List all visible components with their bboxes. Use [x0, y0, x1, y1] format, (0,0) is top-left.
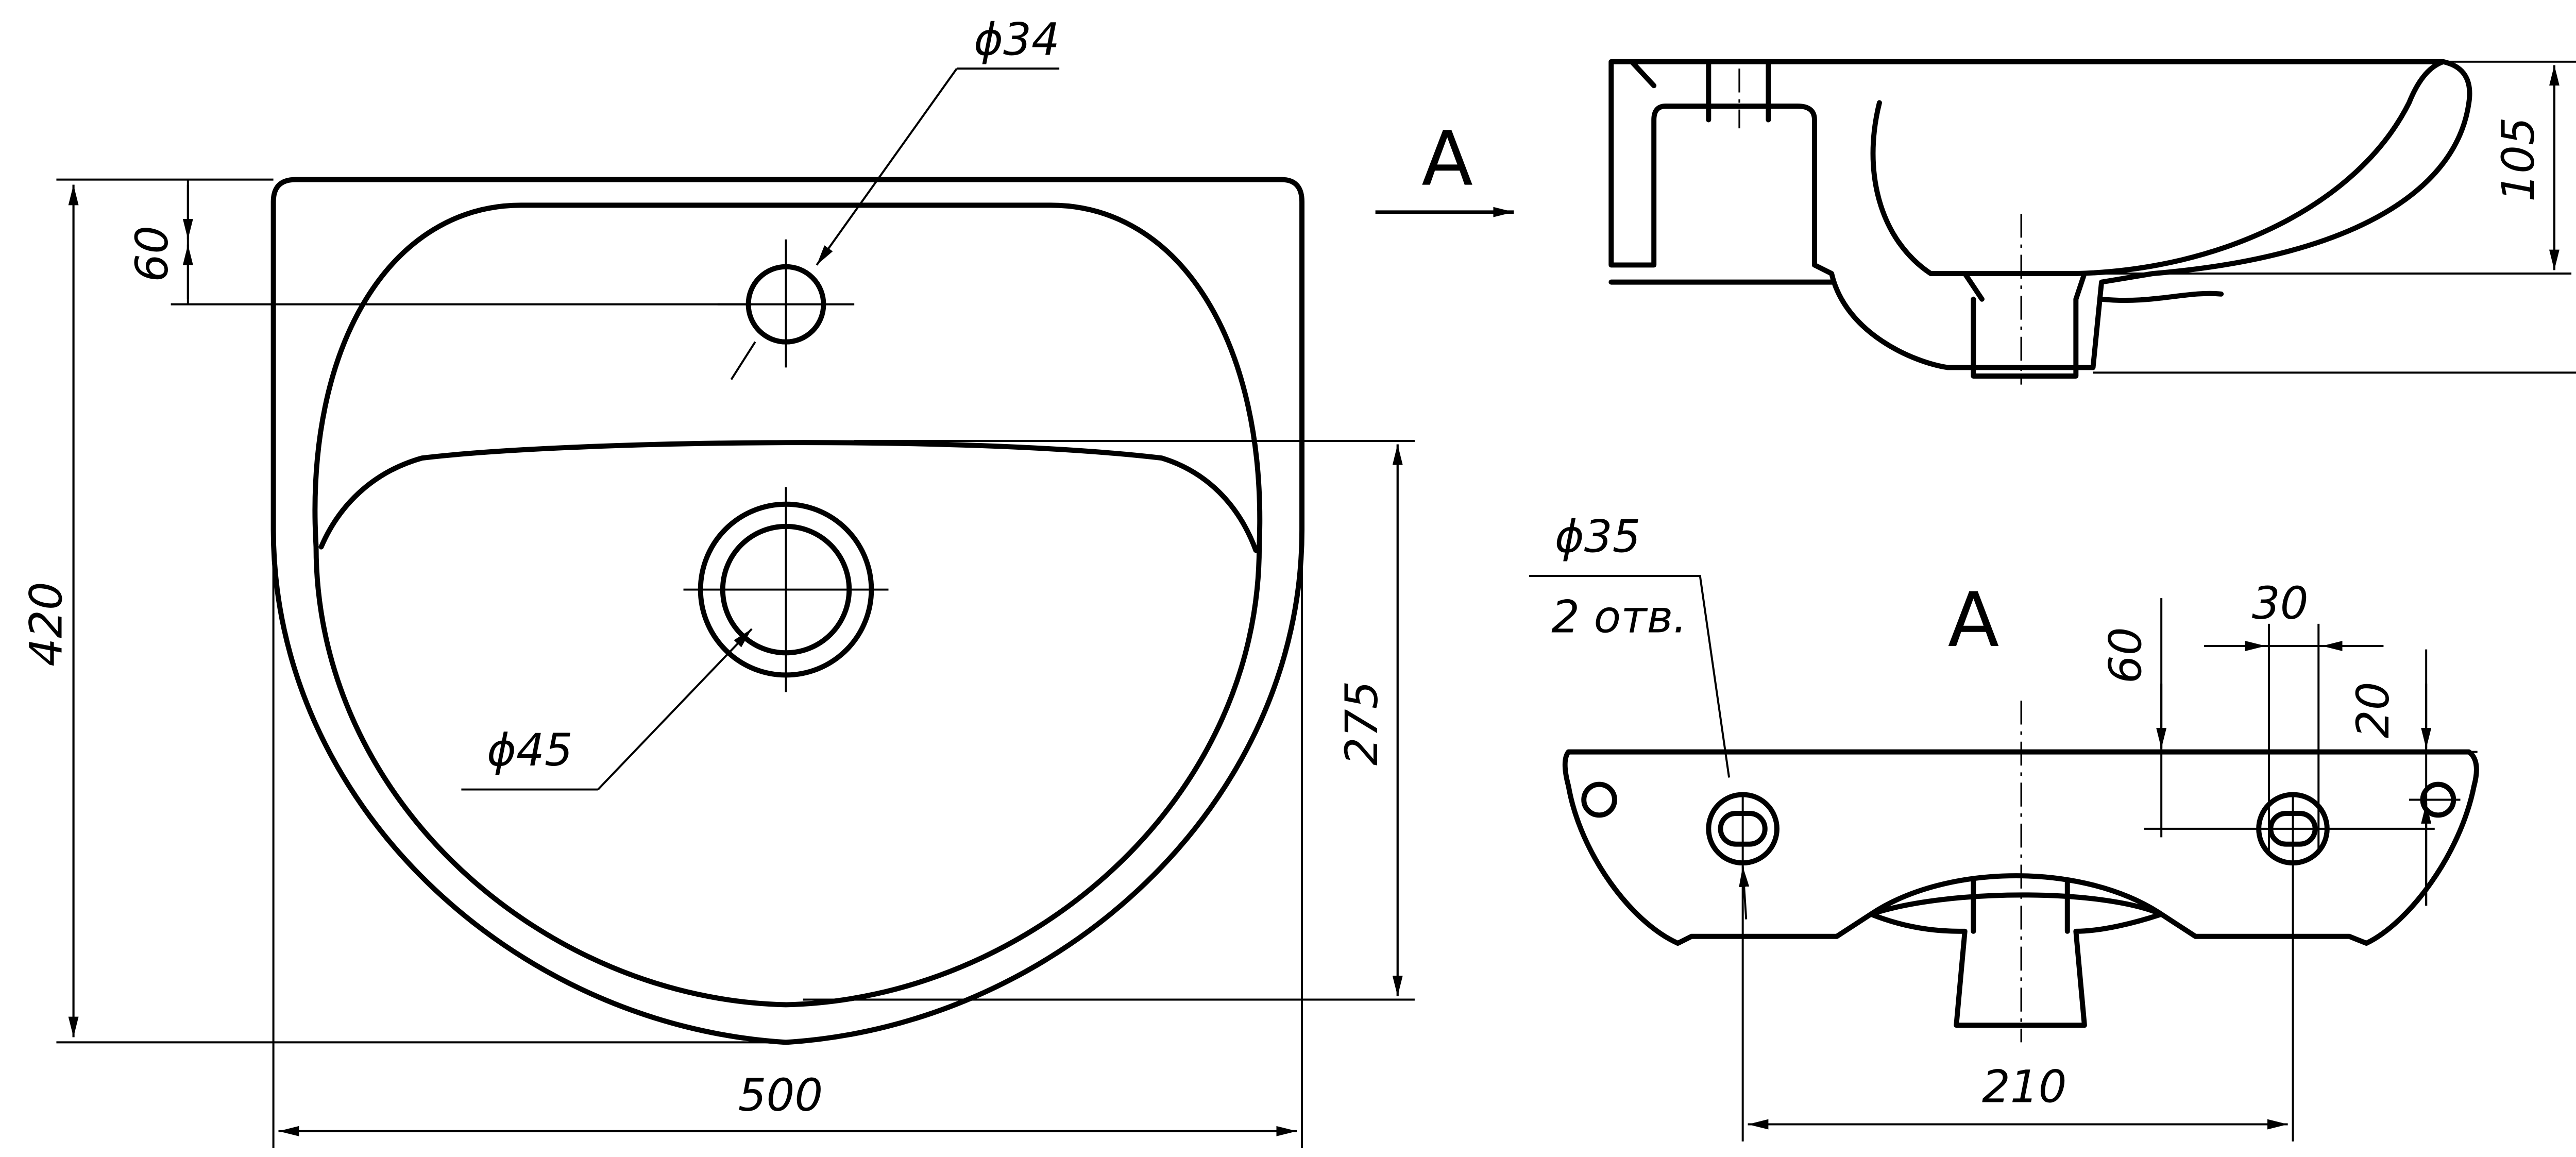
view-a-title: A	[1948, 577, 1999, 664]
faucet-hole-diameter: ϕ34	[974, 14, 1060, 66]
sink-outline	[270, 177, 1305, 1045]
vertical-offset: 60	[2100, 627, 2151, 684]
faucet-hole-offset: 60	[127, 226, 178, 282]
side-view: 105 155	[1608, 59, 2576, 385]
view-a: A ϕ35 2 отв. 60 30 20 210	[1529, 512, 2479, 1142]
mount-hole-count: 2 отв.	[1551, 591, 1687, 643]
overall-height: 420	[21, 582, 72, 667]
bowl-depth: 275	[1336, 681, 1388, 766]
basin-edge	[318, 440, 1259, 553]
hole-height: 20	[2348, 682, 2399, 738]
inner-depth: 105	[2493, 117, 2545, 202]
side-outline	[1608, 59, 2472, 370]
front-view: ϕ34 60 420 275 ϕ45 500	[21, 14, 1415, 1148]
mount-hole-diameter: ϕ35	[1555, 512, 1641, 563]
view-arrow-label: A	[1421, 116, 1473, 203]
overall-width: 500	[738, 1070, 823, 1121]
view-arrow: A	[1375, 116, 1514, 217]
hole-spacing: 210	[1982, 1061, 2067, 1113]
rim-inner	[312, 202, 1263, 1008]
horizontal-offset: 30	[2252, 578, 2309, 629]
bottom-outline	[1562, 749, 2479, 946]
drain-diameter: ϕ45	[487, 725, 573, 776]
